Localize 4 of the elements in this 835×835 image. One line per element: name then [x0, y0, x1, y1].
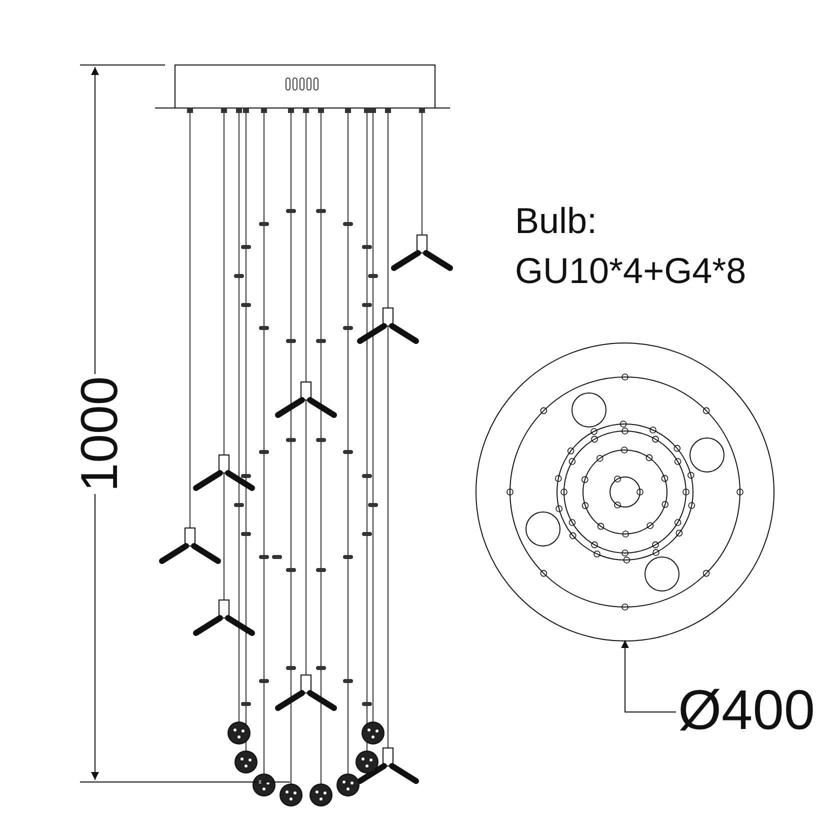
bulb-spec: GU10*4+G4*8: [515, 249, 746, 293]
bulb-heading: Bulb:: [515, 199, 598, 243]
leader-line: [621, 640, 676, 712]
diameter-label: Ø400: [678, 678, 816, 742]
